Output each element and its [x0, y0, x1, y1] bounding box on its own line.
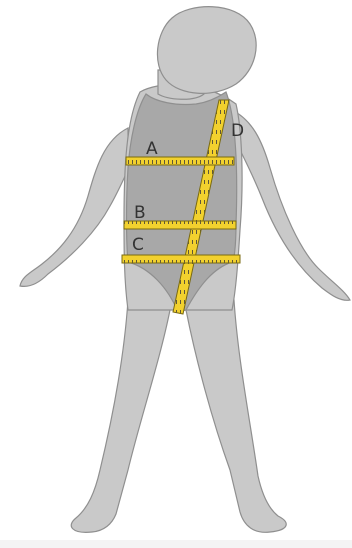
- label-c: C: [132, 235, 144, 255]
- label-a: A: [146, 139, 158, 159]
- tape-a: [126, 157, 234, 165]
- bottom-strip: [0, 540, 352, 548]
- label-b: B: [134, 203, 146, 223]
- label-d: D: [231, 121, 244, 141]
- tape-c: [122, 255, 240, 263]
